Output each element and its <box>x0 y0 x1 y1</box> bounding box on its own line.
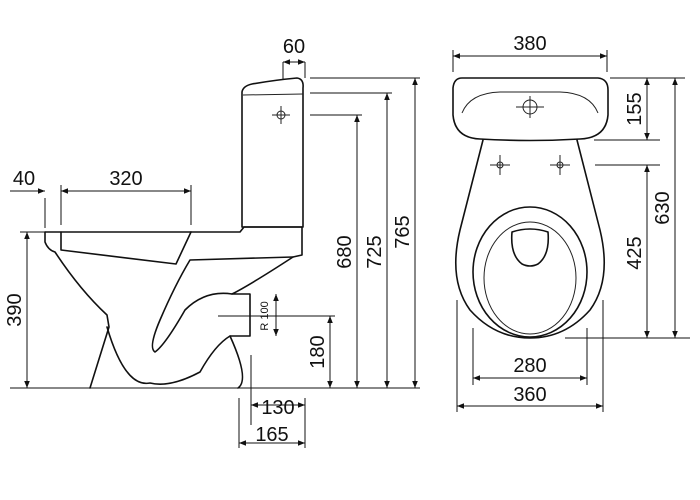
dim-label: 280 <box>513 355 546 377</box>
dim-165: 165 <box>238 398 305 448</box>
dim-725: 725 <box>364 93 390 388</box>
seat-outline <box>472 206 588 338</box>
dim-630: 630 <box>652 78 678 338</box>
seat-bolt-left-icon <box>490 155 510 175</box>
dim-label: 165 <box>255 424 288 446</box>
dim-180: 180 <box>218 315 335 388</box>
dim-label: 425 <box>624 236 646 269</box>
dim-label: 680 <box>334 235 356 268</box>
dim-155: 155 <box>624 78 650 140</box>
dim-425: 425 <box>624 165 650 338</box>
dim-label: 630 <box>652 191 674 224</box>
side-view: 60 40 320 390 680 725 765 <box>4 36 420 448</box>
dim-r100: R 100 <box>259 294 279 336</box>
dim-40: 40 <box>10 168 46 228</box>
seat-bolt-right-icon <box>550 155 570 175</box>
dim-360: 360 <box>456 300 604 412</box>
dim-label: 60 <box>283 36 305 58</box>
dim-320: 320 <box>60 168 192 225</box>
top-view: 380 155 630 425 280 360 <box>452 33 690 412</box>
dim-label: 360 <box>513 384 546 406</box>
dim-280: 280 <box>472 328 588 385</box>
bowl-top <box>455 139 605 339</box>
dim-label: 765 <box>392 215 414 248</box>
dim-380: 380 <box>452 33 608 72</box>
dim-label: 380 <box>513 33 546 55</box>
dim-label: 390 <box>4 293 26 326</box>
cistern-top <box>452 77 609 142</box>
dim-label: 155 <box>624 92 646 125</box>
dim-label: 725 <box>364 235 386 268</box>
dim-label: 180 <box>307 335 329 368</box>
inlet-crosshair-icon <box>516 96 544 118</box>
dim-765: 765 <box>392 78 418 388</box>
bowl-side <box>44 226 303 389</box>
bowl-hole <box>510 228 550 267</box>
dim-label: 320 <box>109 168 142 190</box>
dim-60: 60 <box>282 36 306 80</box>
inlet-crosshair-icon <box>272 106 290 124</box>
cistern <box>241 77 304 228</box>
dim-label: 40 <box>13 168 35 190</box>
dim-label: 130 <box>261 397 294 419</box>
dim-390: 390 <box>4 231 45 388</box>
dim-680: 680 <box>334 115 360 388</box>
dim-130: 130 <box>250 355 306 448</box>
seat-inner <box>483 221 577 335</box>
